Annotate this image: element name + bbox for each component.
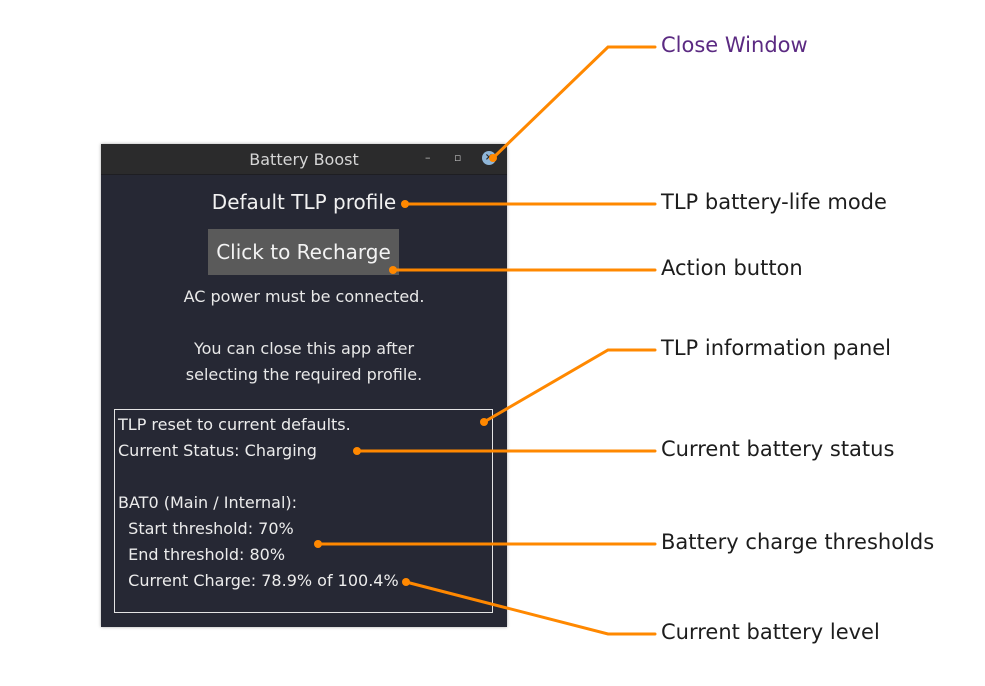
info-line-battery: BAT0 (Main / Internal): xyxy=(118,493,298,512)
window-title: Battery Boost xyxy=(249,150,359,169)
annotation-tlp-mode: TLP battery-life mode xyxy=(661,190,887,214)
callout-dot-thresholds xyxy=(314,540,322,548)
callout-info-panel xyxy=(482,348,657,424)
annotation-action-button: Action button xyxy=(661,256,803,280)
callout-dot-level xyxy=(402,578,410,586)
callout-close-window xyxy=(491,45,657,160)
ac-power-message: AC power must be connected. xyxy=(183,287,425,306)
info-line-end-threshold: End threshold: 80% xyxy=(118,545,286,564)
close-hint-line-2: selecting the required profile. xyxy=(185,365,423,384)
callout-dot-button xyxy=(389,266,397,274)
info-line-current-charge: Current Charge: 78.9% of 100.4% xyxy=(118,571,399,590)
callout-dot-profile xyxy=(401,200,409,208)
callout-dot-close xyxy=(489,154,497,162)
annotation-battery-level: Current battery level xyxy=(661,620,880,644)
callout-dot-panel xyxy=(480,418,488,426)
annotation-battery-status: Current battery status xyxy=(661,437,895,461)
annotation-charge-thresholds: Battery charge thresholds xyxy=(661,530,935,554)
profile-label: Default TLP profile xyxy=(211,190,397,214)
annotation-info-panel: TLP information panel xyxy=(661,336,892,360)
minimize-icon[interactable]: – xyxy=(425,151,431,164)
battery-boost-window: Battery Boost – ▫ × Default TLP profile … xyxy=(101,144,507,627)
info-line-reset: TLP reset to current defaults. xyxy=(118,415,351,434)
callout-dot-status xyxy=(353,447,361,455)
recharge-button[interactable]: Click to Recharge xyxy=(208,229,399,275)
annotation-close-window: Close Window xyxy=(661,33,808,57)
close-hint-line-1: You can close this app after xyxy=(193,339,415,358)
maximize-icon[interactable]: ▫ xyxy=(454,151,462,164)
title-bar[interactable]: Battery Boost – ▫ × xyxy=(101,144,507,175)
info-line-start-threshold: Start threshold: 70% xyxy=(118,519,294,538)
info-line-status: Current Status: Charging xyxy=(118,441,317,460)
tlp-info-panel: TLP reset to current defaults. Current S… xyxy=(114,409,493,613)
callout-battery-level xyxy=(404,580,657,636)
